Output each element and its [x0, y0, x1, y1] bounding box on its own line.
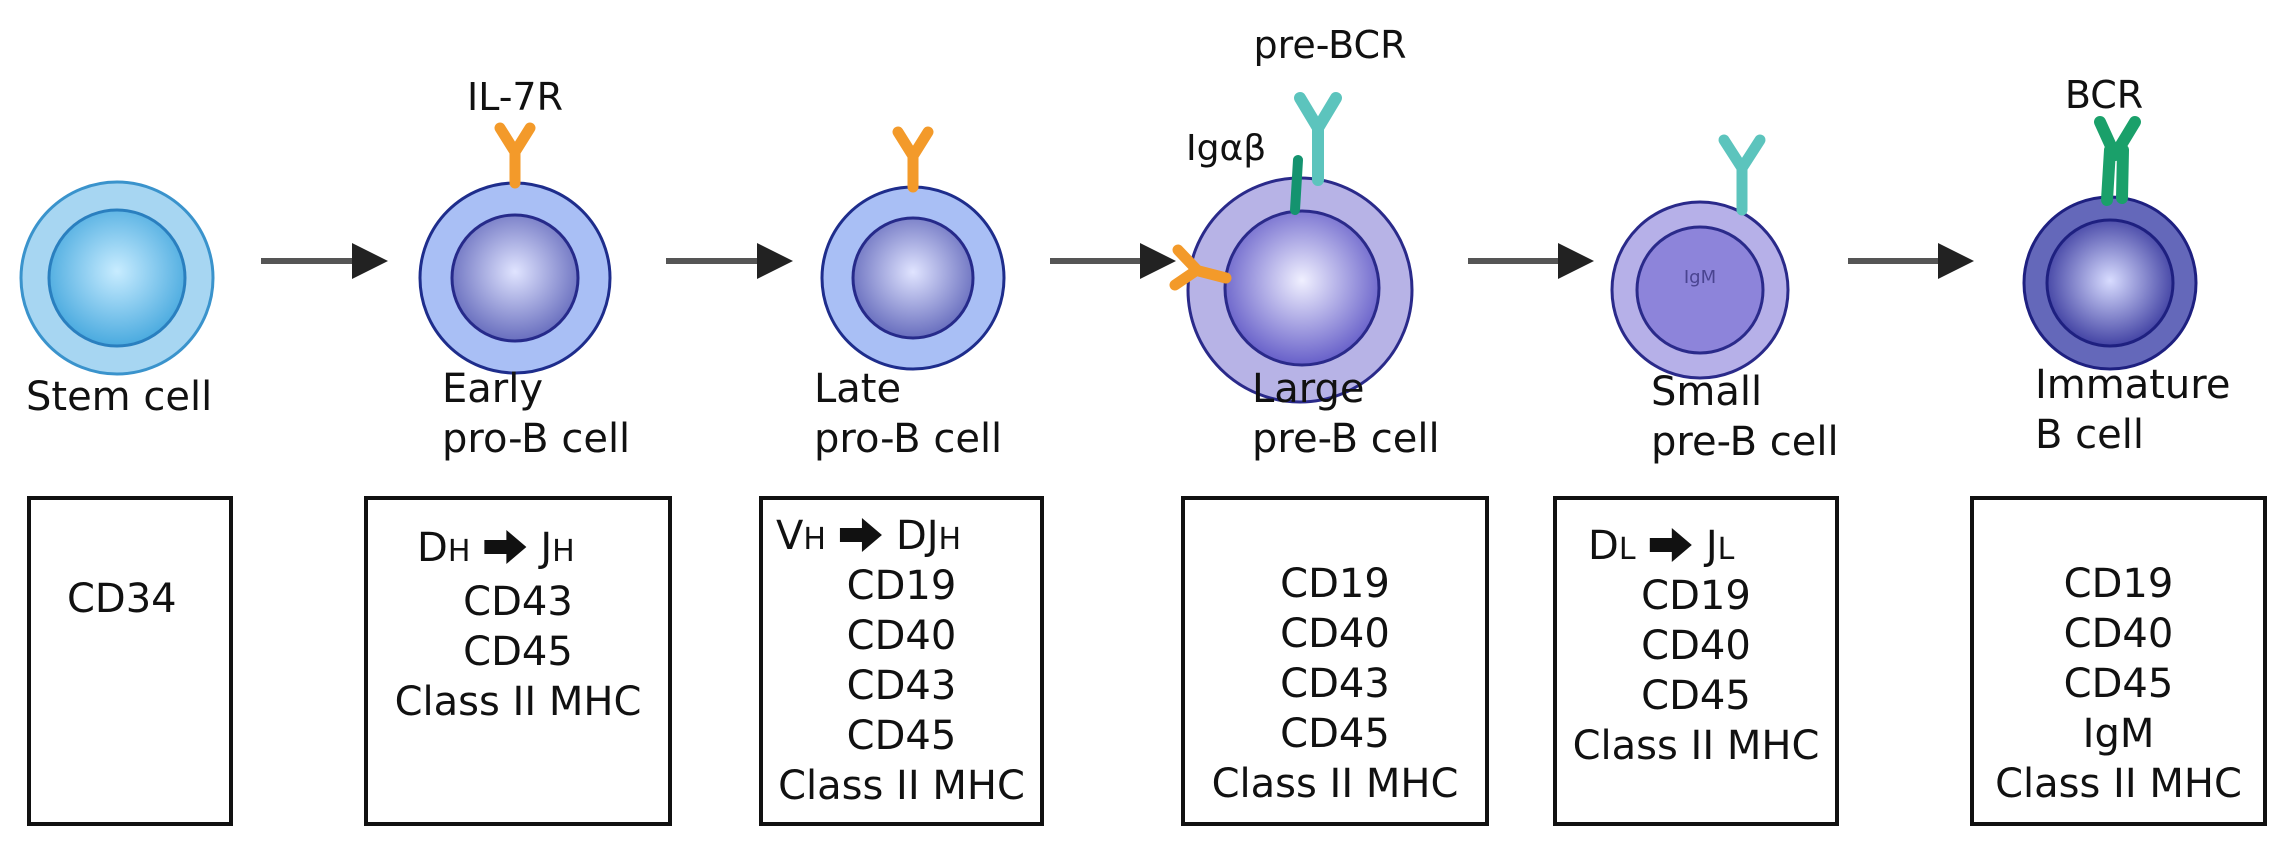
marker-box: CD34	[27, 496, 233, 826]
surface-marker: Class II MHC	[1212, 761, 1459, 807]
surface-marker: CD40	[847, 613, 957, 659]
gene-rearrangement: DH	[417, 525, 470, 571]
stem-cell	[19, 180, 215, 376]
surface-marker: CD40	[1280, 611, 1390, 657]
immature-b-cell	[2022, 195, 2198, 371]
marker-box-frame	[27, 496, 233, 826]
gene-rearrangement-target: DJH	[896, 513, 961, 559]
ig-alpha-beta-label: Igαβ	[1186, 128, 1266, 169]
pre-bcr-receptor-icon	[1294, 92, 1342, 186]
surface-marker: CD43	[463, 579, 573, 625]
surface-marker: CD45	[1280, 711, 1390, 757]
surface-marker: CD43	[1280, 661, 1390, 707]
marker-box-frame	[1181, 496, 1489, 826]
rearrangement-arrow-icon	[1649, 528, 1692, 562]
gene-rearrangement-target: JH	[537, 525, 574, 571]
il7r-receptor-icon	[494, 122, 536, 189]
igm-inner-label: IgM	[1684, 267, 1716, 288]
surface-marker: Class II MHC	[1573, 723, 1820, 769]
surface-marker: CD34	[67, 576, 177, 622]
small-pre-b-cell: IgM	[1610, 200, 1790, 380]
surface-marker: IgM	[2083, 711, 2155, 757]
gene-rearrangement: DL	[1588, 523, 1636, 569]
marker-box-frame	[1970, 496, 2267, 826]
bcr-receptor-icon	[2094, 116, 2141, 206]
large-pre-b-cell	[1186, 176, 1414, 404]
late-pro-b-cell	[820, 185, 1006, 371]
il7r-receptor-icon	[1169, 244, 1232, 291]
stage-label: pre-B cell	[1651, 419, 1839, 465]
bcr-label: BCR	[2065, 73, 2143, 117]
marker-box-frame	[1553, 496, 1839, 826]
stage-label: Large	[1252, 366, 1365, 412]
surface-marker: Class II MHC	[395, 679, 642, 725]
surface-marker: CD19	[1280, 561, 1390, 607]
pre-bcr-receptor-icon	[1718, 134, 1766, 216]
stage-label: Immature	[2035, 362, 2230, 408]
early-pro-b-cell	[418, 181, 612, 375]
stage-label: Late	[814, 366, 901, 412]
stage-label: Stem cell	[26, 374, 212, 420]
stage-label: pro-B cell	[814, 416, 1002, 462]
rearrangement-arrow-icon	[484, 530, 527, 564]
surface-marker: CD45	[463, 629, 573, 675]
rearrangement-arrow-icon	[839, 518, 882, 552]
surface-marker: Class II MHC	[1995, 761, 2242, 807]
surface-marker: Class II MHC	[778, 763, 1025, 809]
surface-marker: CD40	[1641, 623, 1751, 669]
ig-alpha-beta-icon	[1290, 155, 1303, 215]
stage-label: Early	[442, 366, 543, 412]
stage-label: pro-B cell	[442, 416, 630, 462]
marker-box-frame	[759, 496, 1044, 826]
gene-rearrangement-target: JL	[1703, 523, 1735, 569]
surface-marker: CD45	[2064, 661, 2174, 707]
gene-rearrangement: VH	[776, 513, 826, 559]
il7r-receptor-icon	[892, 126, 934, 193]
surface-marker: CD45	[1641, 673, 1751, 719]
surface-marker: CD43	[847, 663, 957, 709]
surface-marker: CD19	[2064, 561, 2174, 607]
stage-label: pre-B cell	[1252, 416, 1440, 462]
surface-marker: CD45	[847, 713, 957, 759]
stage-label: B cell	[2035, 412, 2144, 458]
stage-label: Small	[1651, 369, 1762, 415]
pre-bcr-label: pre-BCR	[1254, 23, 1407, 67]
surface-marker: CD40	[2064, 611, 2174, 657]
il7r-label: IL-7R	[467, 75, 563, 119]
surface-marker: CD19	[1641, 573, 1751, 619]
surface-marker: CD19	[847, 563, 957, 609]
